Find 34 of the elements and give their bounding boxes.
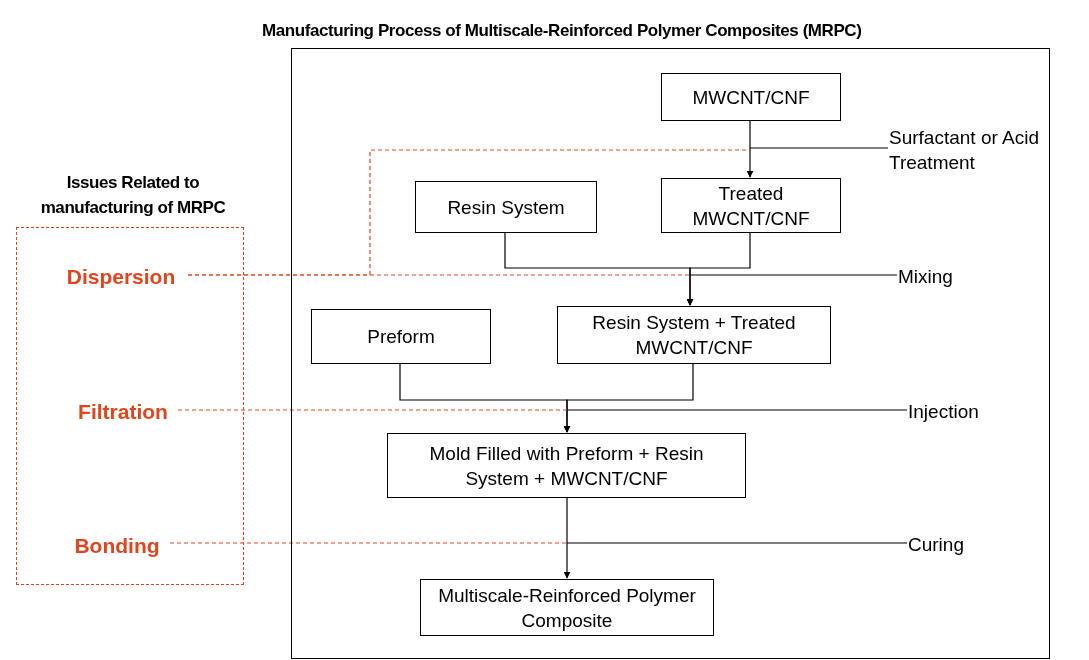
box-text: Treated MWCNT/CNF [691,181,811,231]
issue-label: Dispersion [53,262,189,292]
box-text: Preform [367,325,435,349]
process-box [661,73,841,121]
process-box [557,306,831,364]
box-text: Mold Filled with Preform + Resin System + MWCNT/CNF [428,441,705,491]
dashed-leader-line [169,542,568,544]
box-text: Resin System + Treated MWCNT/CNF [591,311,797,360]
process-box [415,181,597,233]
box-text: MWCNT/CNF [692,85,810,110]
issue-label: Bonding [63,531,171,561]
arrow [746,119,754,178]
box-text: Resin System [447,195,565,220]
group-heading: Issues Related to manufacturing of MRPC [39,172,227,219]
leader-line [566,542,908,544]
leader-line [749,147,889,149]
arrow [563,496,571,579]
step-label: Injection [908,399,998,425]
arrow [686,231,751,306]
step-label: Curing [908,532,980,558]
box-text: Multiscale-Reinforced Polymer Composite [437,583,697,633]
arrow [563,362,694,433]
dashed-leader-line [177,409,568,411]
leader-line [566,409,908,411]
process-box [420,579,714,636]
process-box [311,309,491,364]
dashed-leader-line [187,274,691,276]
issue-label: Filtration [67,397,179,427]
process-box [661,178,841,233]
leader-line [689,274,898,276]
step-label: Surfactant or Acid Treatment [889,125,1047,177]
process-box [387,433,746,498]
panel-title: Manufacturing Process of Multiscale-Reinforced Polymer Composites (MRPC) [262,20,862,42]
step-label: Mixing [898,264,970,290]
